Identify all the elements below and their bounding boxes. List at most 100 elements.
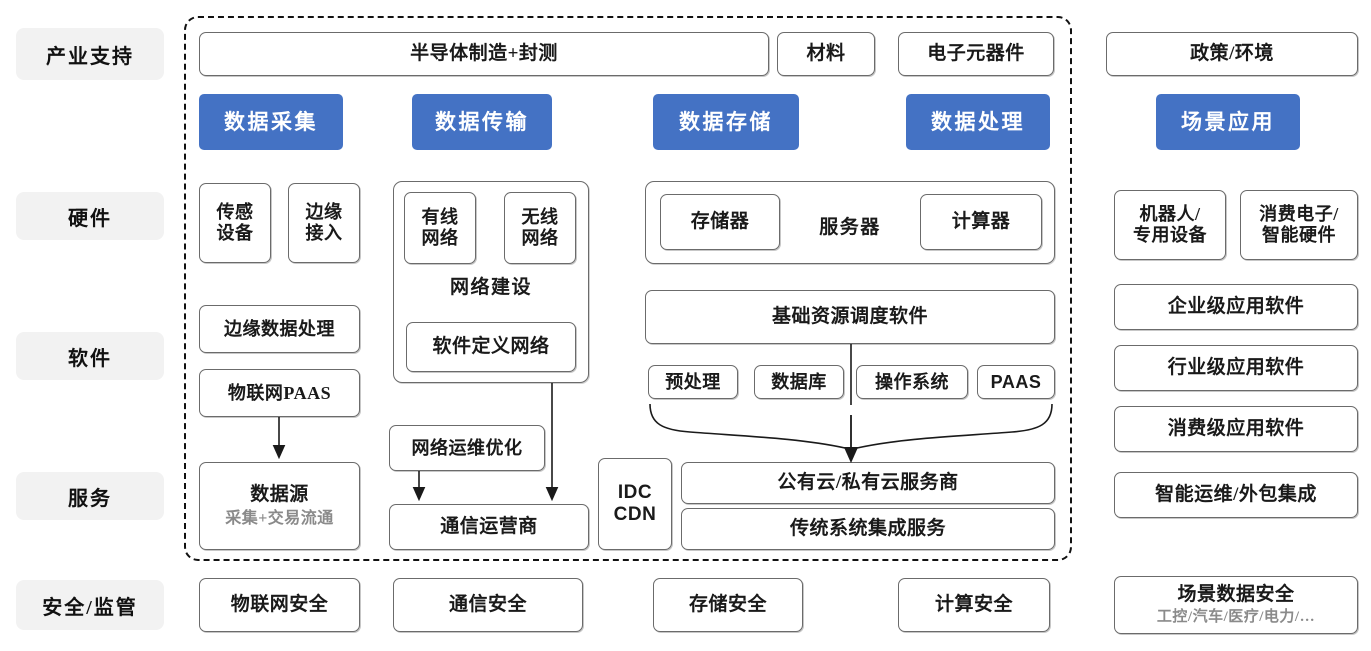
edge-access-line2: 接入	[305, 223, 343, 243]
legacy-integration-label: 传统系统集成服务	[789, 518, 946, 540]
smart-ops-label: 智能运维/外包集成	[1155, 484, 1317, 506]
preprocess-box[interactable]: 预处理	[648, 365, 738, 399]
legacy-integration-box[interactable]: 传统系统集成服务	[681, 508, 1055, 550]
lane-label-security: 安全/监管	[16, 580, 164, 630]
data-source-subtitle: 采集+交易流通	[225, 509, 334, 527]
semiconductor-box[interactable]: 半导体制造+封测	[199, 32, 769, 76]
scenario-data-security-title: 场景数据安全	[1177, 583, 1295, 605]
comm-security-label: 通信安全	[448, 594, 527, 616]
wired-network-line2: 网络	[421, 228, 459, 248]
sensor-device-line1: 传感	[216, 202, 254, 223]
pillar-data-transmission[interactable]: 数据传输	[412, 94, 552, 150]
wireless-network-box[interactable]: 无线 网络	[504, 192, 576, 264]
sdn-box[interactable]: 软件定义网络	[406, 322, 576, 372]
compute-security-box[interactable]: 计算安全	[898, 578, 1050, 632]
network-construction-label: 网络建设	[449, 277, 532, 298]
pillar-scenario-application[interactable]: 场景应用	[1156, 94, 1300, 150]
lane-label-text: 服务	[68, 487, 112, 510]
data-source-box[interactable]: 数据源 采集+交易流通	[199, 462, 360, 550]
data-source-title: 数据源	[250, 483, 309, 505]
pillar-label: 数据处理	[931, 109, 1025, 134]
enterprise-software-box[interactable]: 企业级应用软件	[1114, 284, 1358, 330]
network-ops-label: 网络运维优化	[411, 437, 523, 458]
pillar-label: 场景应用	[1181, 109, 1275, 134]
preprocess-label: 预处理	[665, 371, 721, 392]
robot-special-equipment-box[interactable]: 机器人/ 专用设备	[1114, 190, 1226, 260]
wireless-network-line1: 无线	[521, 207, 559, 228]
policy-environment-box[interactable]: 政策/环境	[1106, 32, 1358, 76]
consumer-software-box[interactable]: 消费级应用软件	[1114, 406, 1358, 452]
iot-paas-label: 物联网PAAS	[227, 382, 332, 403]
lane-label-text: 硬件	[68, 207, 112, 230]
idc-label: IDC	[617, 482, 653, 504]
sdn-label: 软件定义网络	[432, 336, 550, 358]
robot-line1: 机器人/	[1139, 204, 1201, 225]
wired-network-box[interactable]: 有线 网络	[404, 192, 476, 264]
edge-access-box[interactable]: 边缘 接入	[288, 183, 360, 263]
pillar-label: 数据采集	[224, 109, 318, 134]
cdn-label: CDN	[613, 504, 657, 525]
components-label: 电子元器件	[927, 43, 1025, 65]
paas-label: PAAS	[990, 371, 1042, 392]
components-box[interactable]: 电子元器件	[898, 32, 1054, 76]
storage-security-box[interactable]: 存储安全	[653, 578, 803, 632]
materials-box[interactable]: 材料	[777, 32, 875, 76]
compute-device-box[interactable]: 计算器	[920, 194, 1042, 250]
operating-system-label: 操作系统	[875, 371, 949, 392]
compute-security-label: 计算安全	[934, 594, 1013, 616]
operating-system-box[interactable]: 操作系统	[856, 365, 968, 399]
telecom-operator-label: 通信运营商	[440, 516, 538, 538]
sensor-device-box[interactable]: 传感 设备	[199, 183, 271, 263]
smart-ops-box[interactable]: 智能运维/外包集成	[1114, 472, 1358, 518]
industry-software-label: 行业级应用软件	[1167, 357, 1305, 379]
iot-security-box[interactable]: 物联网安全	[199, 578, 360, 632]
idc-cdn-box[interactable]: IDC CDN	[598, 458, 672, 550]
comm-security-box[interactable]: 通信安全	[393, 578, 583, 632]
pillar-data-processing[interactable]: 数据处理	[906, 94, 1050, 150]
database-label: 数据库	[771, 371, 827, 392]
consumer-software-label: 消费级应用软件	[1167, 418, 1305, 440]
pillar-data-collection[interactable]: 数据采集	[199, 94, 343, 150]
storage-device-box[interactable]: 存储器	[660, 194, 780, 250]
cloud-provider-label: 公有云/私有云服务商	[777, 472, 959, 494]
resource-scheduling-label: 基础资源调度软件	[771, 306, 928, 328]
consumer-electronics-box[interactable]: 消费电子/ 智能硬件	[1240, 190, 1358, 260]
pillar-label: 数据传输	[435, 109, 529, 134]
storage-device-label: 存储器	[690, 211, 750, 233]
paas-box[interactable]: PAAS	[977, 365, 1055, 399]
materials-label: 材料	[806, 43, 846, 65]
consumer-line2: 智能硬件	[1262, 225, 1336, 245]
edge-data-processing-box[interactable]: 边缘数据处理	[199, 305, 360, 353]
telecom-operator-box[interactable]: 通信运营商	[389, 504, 589, 550]
scenario-data-security-box[interactable]: 场景数据安全 工控/汽车/医疗/电力/…	[1114, 576, 1358, 634]
iot-security-label: 物联网安全	[230, 594, 329, 616]
lane-label-text: 产业支持	[46, 45, 134, 68]
edge-access-line1: 边缘	[305, 202, 343, 223]
lane-label-text: 软件	[68, 347, 112, 370]
lane-label-software: 软件	[16, 332, 164, 380]
lane-label-hardware: 硬件	[16, 192, 164, 240]
edge-data-processing-label: 边缘数据处理	[224, 318, 335, 339]
wireless-network-line2: 网络	[521, 228, 559, 248]
pillar-label: 数据存储	[679, 109, 773, 134]
core-stack-dashed-frame	[184, 16, 1072, 561]
lane-label-service: 服务	[16, 472, 164, 520]
iot-paas-box[interactable]: 物联网PAAS	[199, 369, 360, 417]
cloud-provider-box[interactable]: 公有云/私有云服务商	[681, 462, 1055, 504]
consumer-line1: 消费电子/	[1259, 204, 1339, 225]
lane-label-industry-support: 产业支持	[16, 28, 164, 80]
semiconductor-label: 半导体制造+封测	[410, 43, 558, 65]
industry-software-box[interactable]: 行业级应用软件	[1114, 345, 1358, 391]
resource-scheduling-box[interactable]: 基础资源调度软件	[645, 290, 1055, 344]
database-box[interactable]: 数据库	[754, 365, 844, 399]
policy-environment-label: 政策/环境	[1190, 43, 1274, 65]
pillar-data-storage[interactable]: 数据存储	[653, 94, 799, 150]
server-group-label: 服务器	[819, 217, 881, 238]
enterprise-software-label: 企业级应用软件	[1167, 296, 1305, 318]
storage-security-label: 存储安全	[688, 594, 767, 616]
network-ops-box[interactable]: 网络运维优化	[389, 425, 545, 471]
scenario-data-security-subtitle: 工控/汽车/医疗/电力/…	[1156, 608, 1316, 625]
sensor-device-line2: 设备	[216, 223, 254, 243]
wired-network-line1: 有线	[421, 207, 459, 228]
